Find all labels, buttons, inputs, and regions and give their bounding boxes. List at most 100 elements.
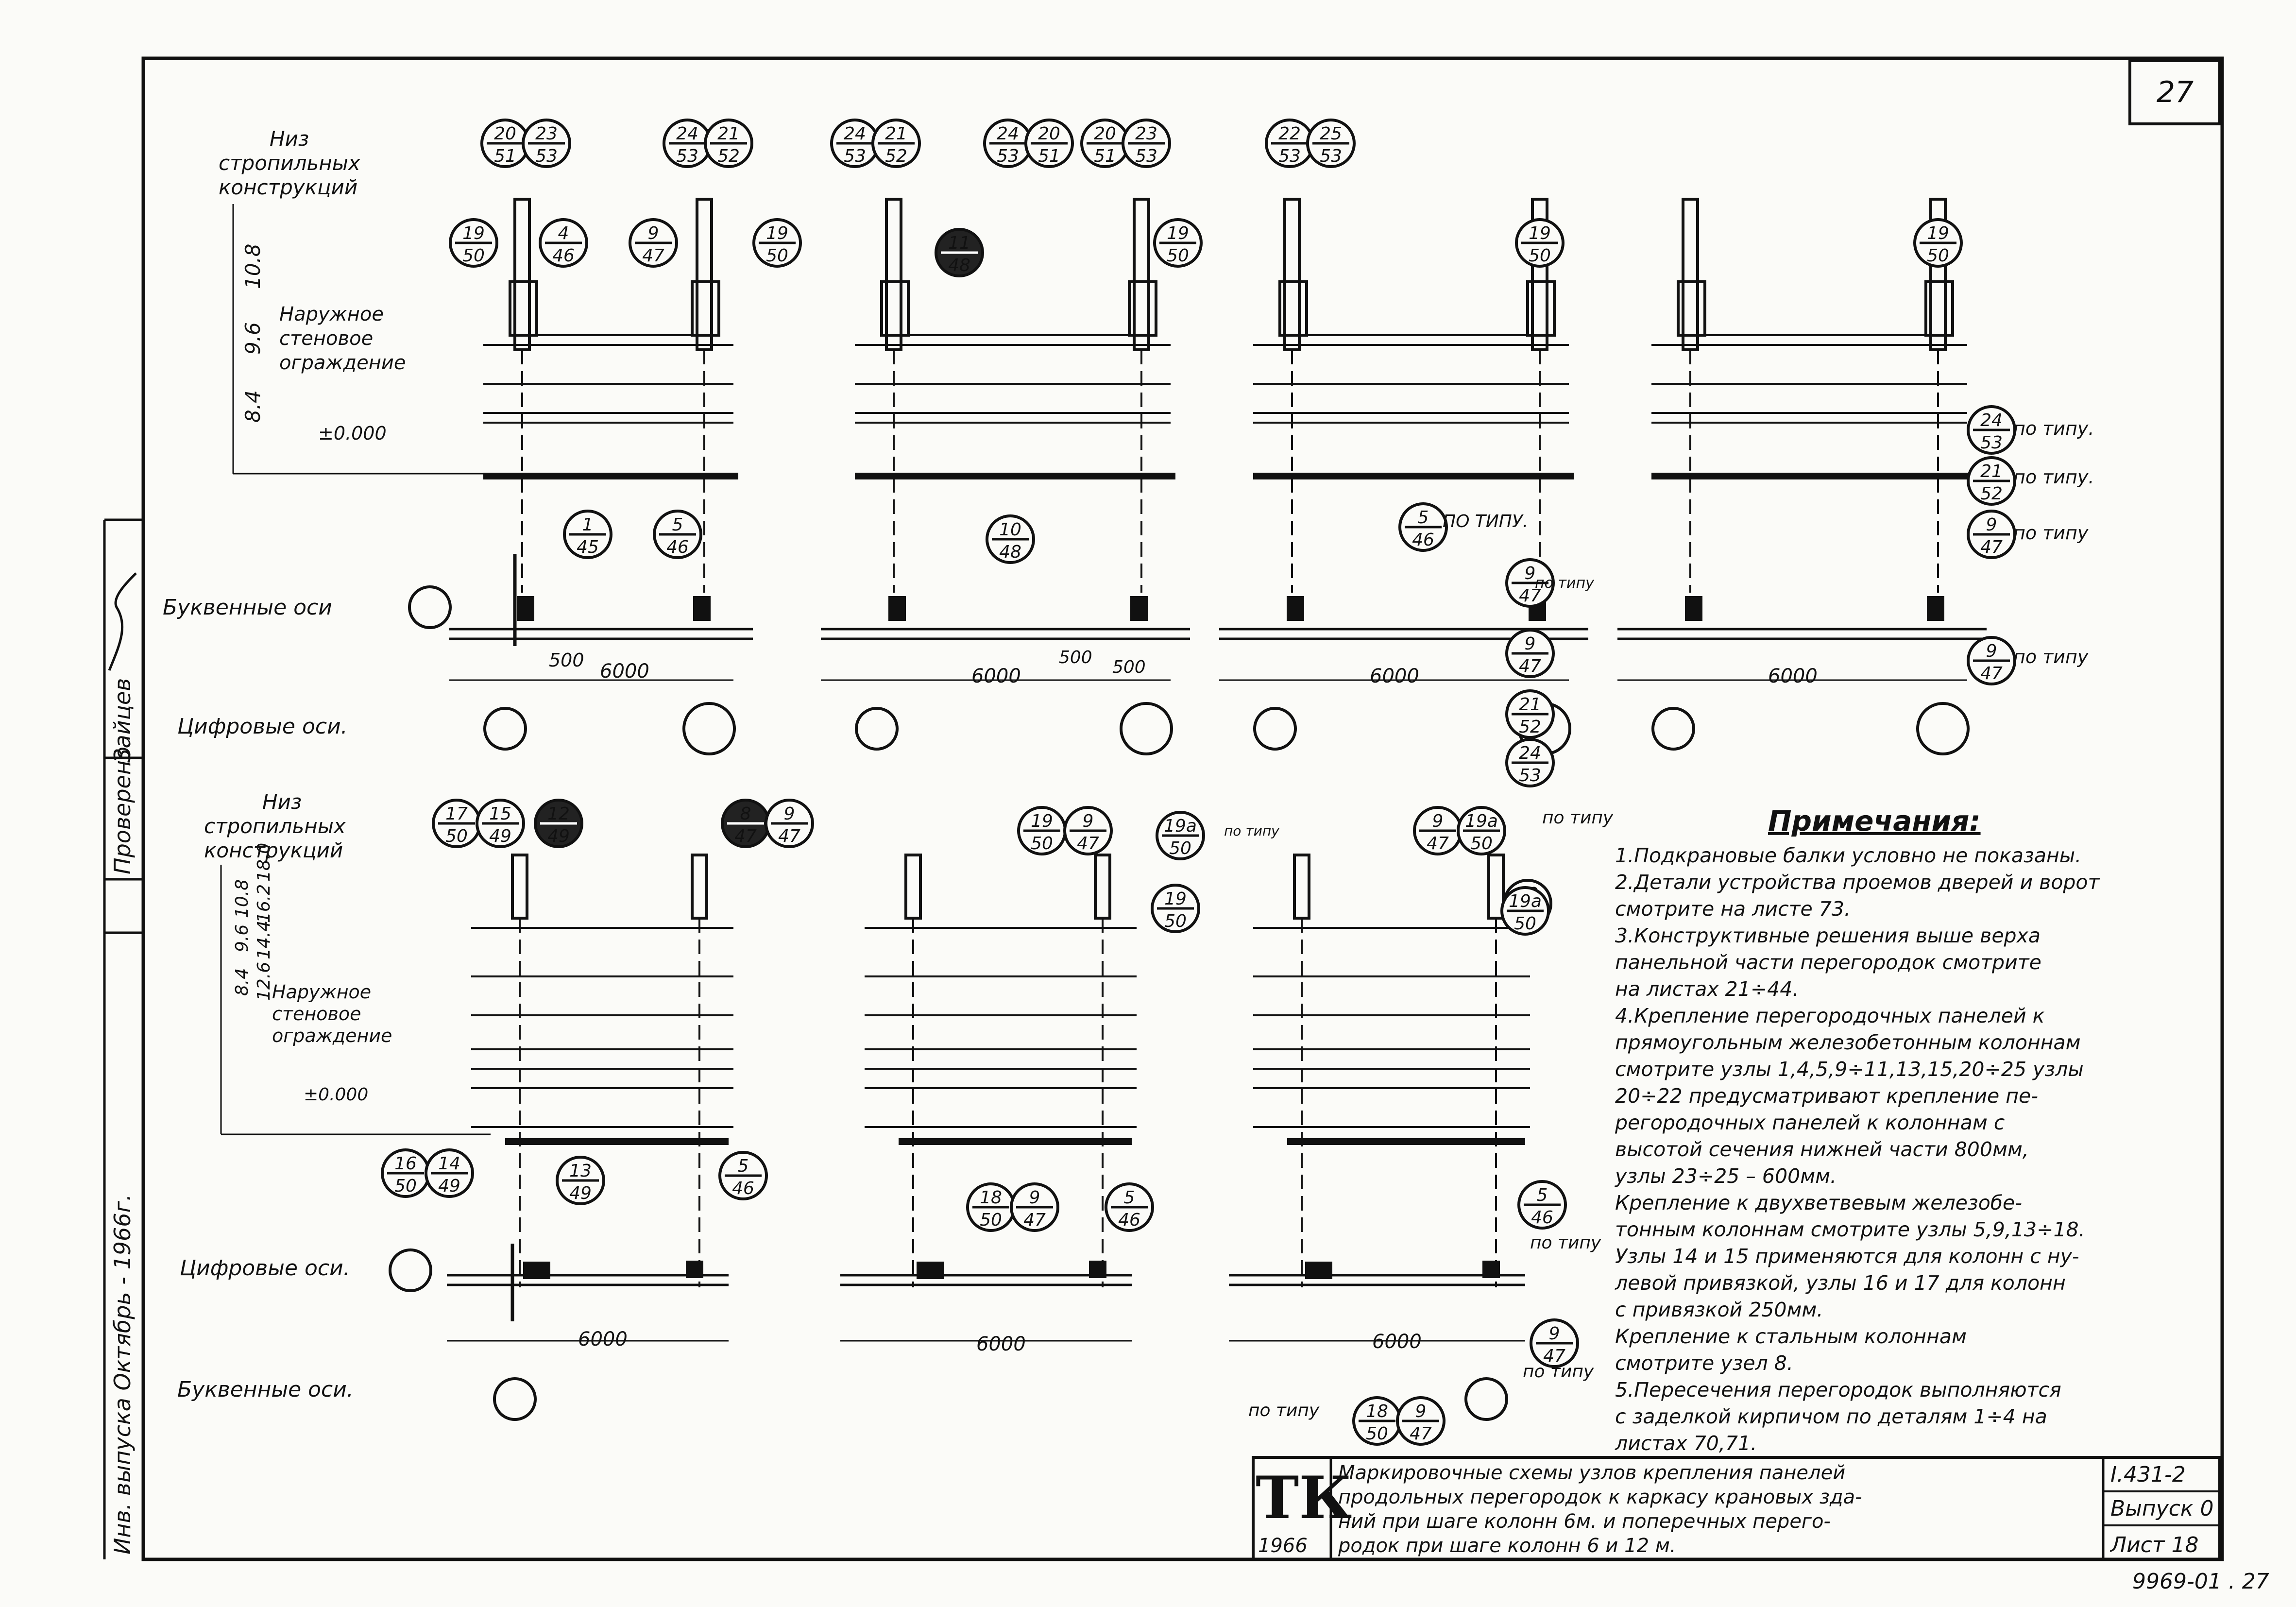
node-mark: 546 (653, 510, 702, 559)
title-block: ТК 1966 Маркировочные схемы узлов крепле… (1252, 1456, 2221, 1561)
po-tipu-11: по типу (1248, 1401, 1320, 1420)
note-line: панельной части перегородок смотрите (1615, 951, 2041, 974)
node-number: 14 (438, 1154, 460, 1174)
note-line: Узлы 14 и 15 применяются для колонн с ну… (1615, 1245, 2079, 1268)
node-number: 24 (844, 124, 866, 144)
drawing-rect (1482, 1261, 1500, 1278)
drawing-rect (686, 1261, 703, 1278)
dim-500-b: 500 (1059, 648, 1092, 667)
node-number: 19 (1529, 223, 1551, 243)
node-mark: 947 (765, 799, 814, 848)
node-number: 21 (1980, 462, 2003, 481)
letter-axes-top: Буквенные оси (163, 595, 332, 620)
node-number: 19 (1927, 223, 1949, 243)
node-number: 24 (1519, 743, 1541, 763)
dim-6000-e: 6000 (578, 1328, 628, 1351)
node-mark: 947 (1396, 1396, 1446, 1446)
outer-wall-top-line1: Наружное (279, 303, 384, 325)
node-sheet: 50 (1164, 911, 1187, 931)
node-number: 19 (766, 223, 788, 243)
node-sheet: 53 (676, 146, 698, 166)
note-line: узлы 23÷25 – 600мм. (1614, 1164, 1837, 1188)
digit-axes-top: Цифровые оси. (177, 714, 348, 739)
drawing-rect (1094, 854, 1111, 920)
drawing-rect (1682, 198, 1699, 351)
node-number: 9 (1525, 564, 1536, 583)
drawing-rect (691, 854, 708, 920)
node-number: 5 (1537, 1185, 1548, 1205)
node-sheet: 46 (552, 246, 575, 266)
axis-bubble (493, 1377, 537, 1421)
digit-axes-bottom: Цифровые оси. (180, 1256, 350, 1281)
node-number: 24 (997, 124, 1019, 144)
node-sheet: 50 (1366, 1424, 1388, 1444)
drawing-rect (509, 280, 538, 337)
node-number: 15 (489, 804, 511, 824)
node-mark: 947 (1413, 806, 1463, 855)
stamp-series: I.431-2 (2110, 1462, 2186, 1487)
stamp-title-2: продольных перегородок к каркасу крановы… (1338, 1486, 1862, 1508)
height-bottom-1: 8.4 (232, 968, 252, 996)
checker-signature (108, 572, 137, 671)
drawing-rect (1287, 596, 1304, 621)
node-sheet: 49 (547, 826, 570, 846)
truss-level-bottom-line1: Низ (262, 790, 302, 814)
node-sheet: 50 (445, 826, 468, 846)
dim-6000-f: 6000 (976, 1333, 1026, 1355)
stamp-title-1: Маркировочные схемы узлов крепления пане… (1338, 1462, 1845, 1484)
node-mark: 546 (718, 1151, 768, 1200)
node-sheet: 50 (1514, 914, 1536, 934)
axis-bubble (408, 585, 452, 629)
node-mark: 947 (1967, 636, 2016, 685)
node-sheet: 51 (1038, 146, 1060, 166)
node-sheet: 50 (1927, 246, 1949, 266)
node-number: 4 (558, 223, 569, 243)
node-number: 19a (1465, 811, 1498, 831)
outer-wall-bottom-line2: стеновое (272, 1003, 361, 1025)
node-mark: 145 (563, 510, 612, 559)
po-tipu-2: по типу (1535, 575, 1595, 592)
node-number: 9 (1525, 634, 1536, 654)
note-line: левой привязкой, узлы 16 и 17 для колонн (1615, 1271, 2066, 1295)
height-top-2: 9.6 (241, 322, 265, 355)
dimension-labels: 500 6000 6000 500 500 6000 6000 6000 600… (549, 648, 1818, 1355)
truss-level-top-line1: Низ (270, 127, 309, 151)
node-sheet: 46 (666, 537, 689, 557)
node-sheet: 51 (494, 146, 516, 166)
node-number: 23 (1135, 124, 1157, 144)
po-tipu-8: по типу (1224, 823, 1279, 839)
axis-bubble (483, 707, 527, 751)
outer-wall-top-line3: ограждение (279, 352, 406, 374)
height-bottom-6: 16.2 (254, 884, 274, 923)
node-sheet: 50 (1169, 838, 1191, 858)
dim-6000-a: 6000 (600, 660, 649, 683)
note-line: 4.Крепление перегородочных панелей к (1615, 1004, 2045, 1027)
node-number: 9 (1432, 811, 1444, 831)
outer-wall-bottom-line3: ограждение (272, 1025, 392, 1046)
note-line: прямоугольным железобетонным колоннам (1615, 1031, 2081, 1054)
note-line: листах 70,71. (1615, 1432, 1757, 1455)
notes-title: Примечания: (1768, 804, 1981, 838)
node-mark: 947 (1010, 1182, 1059, 1232)
side-stamp-checked: Проверено (109, 747, 136, 874)
height-bottom-3: 10.8 (232, 879, 252, 918)
node-sheet: 53 (1519, 766, 1541, 786)
drawing-rect (888, 596, 906, 621)
note-line: 5.Пересечения перегородок выполняются (1615, 1378, 2061, 1402)
node-sheet: 50 (766, 246, 788, 266)
